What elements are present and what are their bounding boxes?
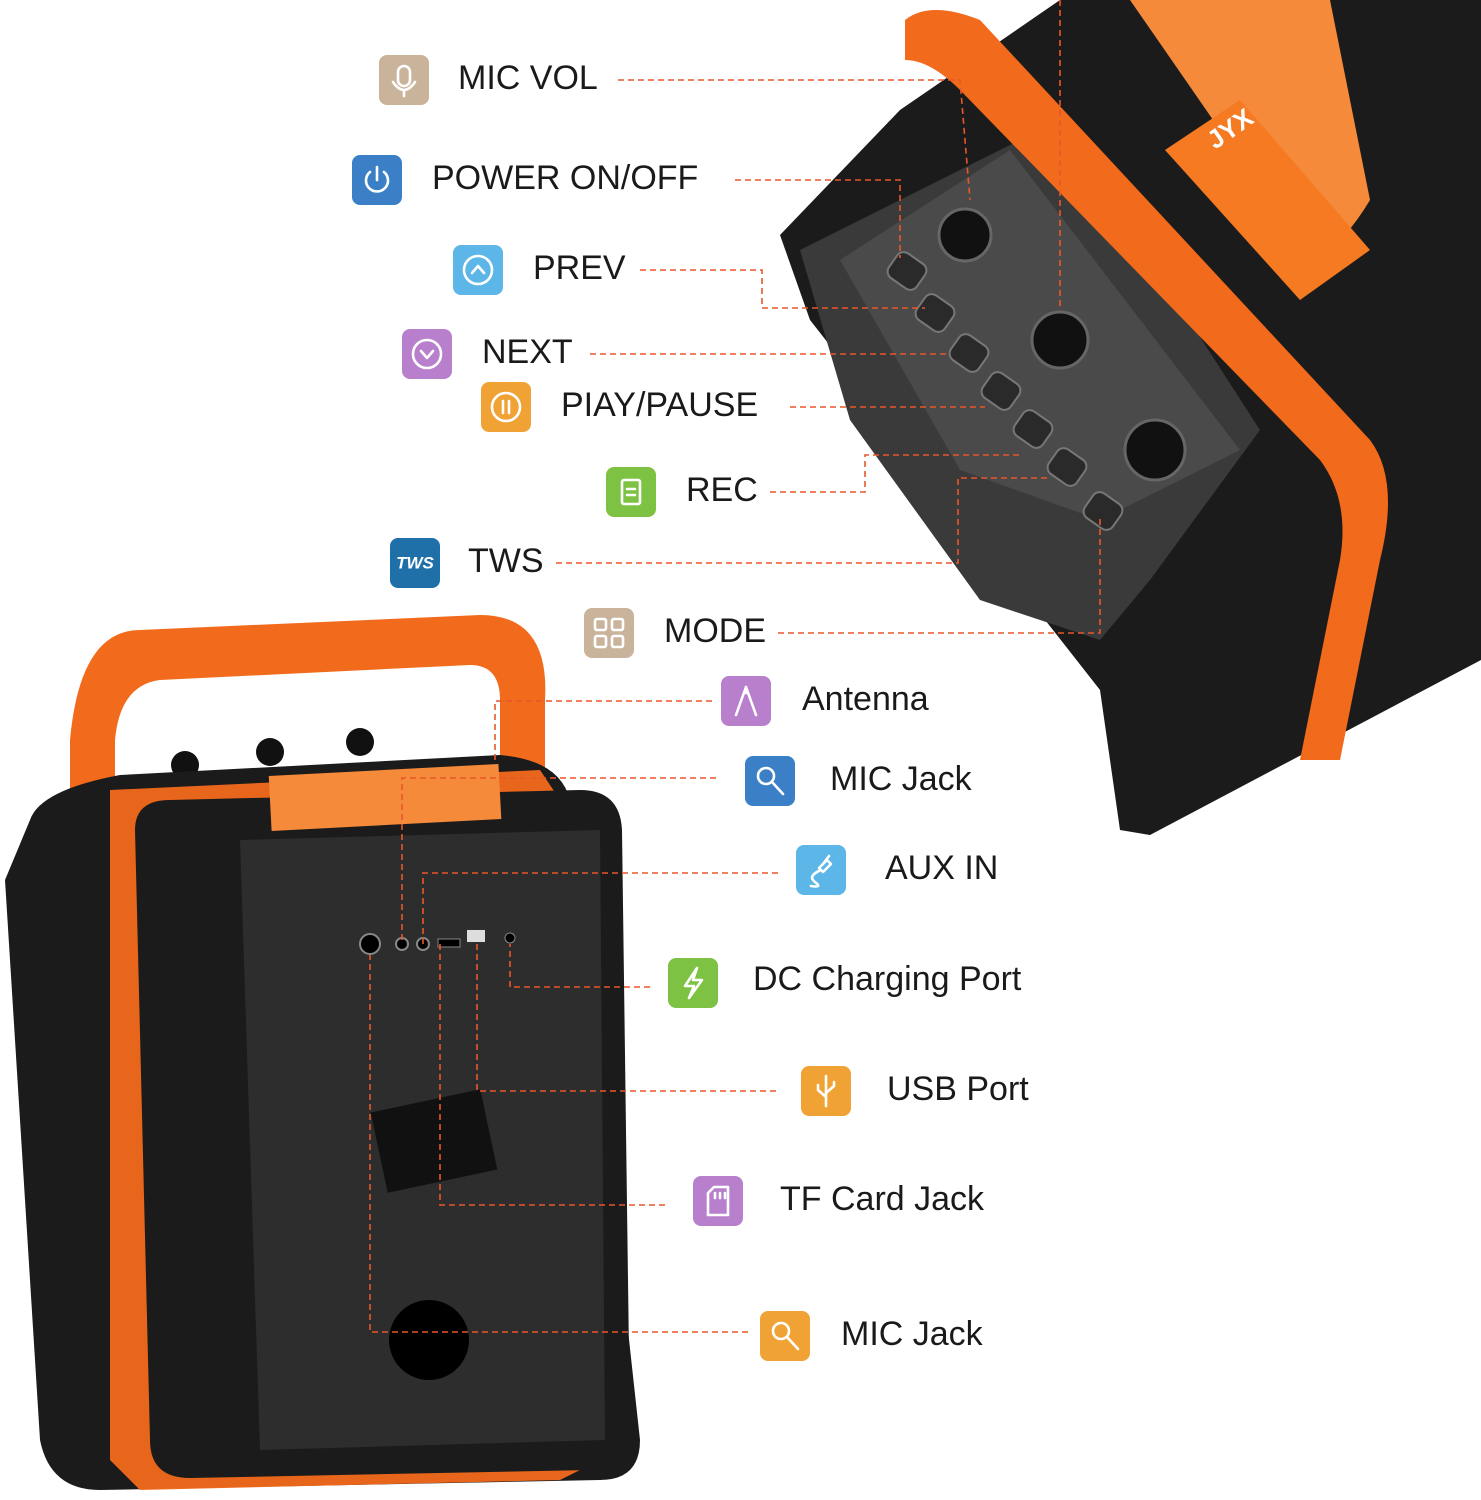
spec-label [370, 1089, 498, 1193]
callout-label: PIAY/PAUSE [561, 386, 758, 424]
callout-mic-jack-bottom: MIC Jack [760, 1311, 984, 1361]
callout-play-pause: PIAY/PAUSE [481, 382, 758, 432]
next-button [948, 333, 990, 373]
callout-label: TF Card Jack [780, 1180, 985, 1218]
microphone-icon [379, 55, 429, 105]
callout-label: MIC Jack [841, 1315, 984, 1353]
callout-usb-port: USB Port [801, 1066, 1029, 1116]
master-knob [1123, 418, 1187, 482]
callout-dc-charging: DC Charging Port [668, 958, 1022, 1008]
rec-button [1012, 409, 1054, 449]
microphone-jack-icon [760, 1311, 810, 1361]
play-pause-button [980, 371, 1022, 411]
callout-label: USB Port [887, 1070, 1029, 1108]
callout-aux-in: AUX IN [796, 845, 998, 895]
mode-grid-icon [584, 608, 634, 658]
label-plate [1165, 100, 1370, 300]
tws-icon [390, 538, 440, 588]
callout-label: REC [686, 471, 758, 509]
callout-label: MIC VOL [458, 59, 598, 97]
power-button [886, 251, 928, 291]
record-icon [606, 467, 656, 517]
mic-jack-port [359, 933, 381, 955]
callout-prev: PREV [453, 245, 626, 295]
callout-rec: REC [606, 467, 758, 517]
svg-text:TWS: TWS [396, 553, 434, 572]
callout-mic-jack-top: MIC Jack [745, 756, 973, 806]
speaker-top-view: JYX [780, 0, 1481, 835]
callout-label: POWER ON/OFF [432, 159, 698, 197]
usb-port [467, 930, 485, 942]
callout-label: PREV [533, 249, 626, 287]
mic-vol-knob [937, 207, 993, 263]
callout-tf-card: TF Card Jack [693, 1176, 985, 1226]
callout-mic-vol: MIC VOL [379, 55, 598, 105]
pause-icon [481, 382, 531, 432]
callout-label: DC Charging Port [753, 960, 1022, 998]
echo-knob [1030, 310, 1090, 370]
callout-tws: TWS TWS [390, 538, 544, 588]
callout-label: AUX IN [885, 849, 998, 887]
bass-port [389, 1300, 469, 1380]
callout-label: MODE [664, 612, 766, 650]
sd-card-icon [693, 1176, 743, 1226]
callout-label: NEXT [482, 333, 573, 371]
mode-button [1082, 491, 1124, 531]
tws-button [1046, 447, 1088, 487]
leader-lines [369, 0, 1101, 1333]
callout-antenna: Antenna [721, 676, 929, 726]
chevron-up-icon [453, 245, 503, 295]
rear-handle [70, 615, 546, 800]
callout-power: POWER ON/OFF [352, 155, 698, 205]
microphone-jack-icon [745, 756, 795, 806]
antenna-icon [721, 676, 771, 726]
callout-label: MIC Jack [830, 760, 973, 798]
prev-button [914, 293, 956, 333]
callout-next: NEXT [402, 329, 573, 379]
chevron-down-icon [402, 329, 452, 379]
handle [905, 10, 1388, 760]
lightning-icon [668, 958, 718, 1008]
callout-mode: MODE [584, 608, 766, 658]
callout-label: TWS [468, 542, 544, 580]
callout-label: Antenna [802, 680, 929, 718]
speaker-rear-view [5, 615, 640, 1490]
